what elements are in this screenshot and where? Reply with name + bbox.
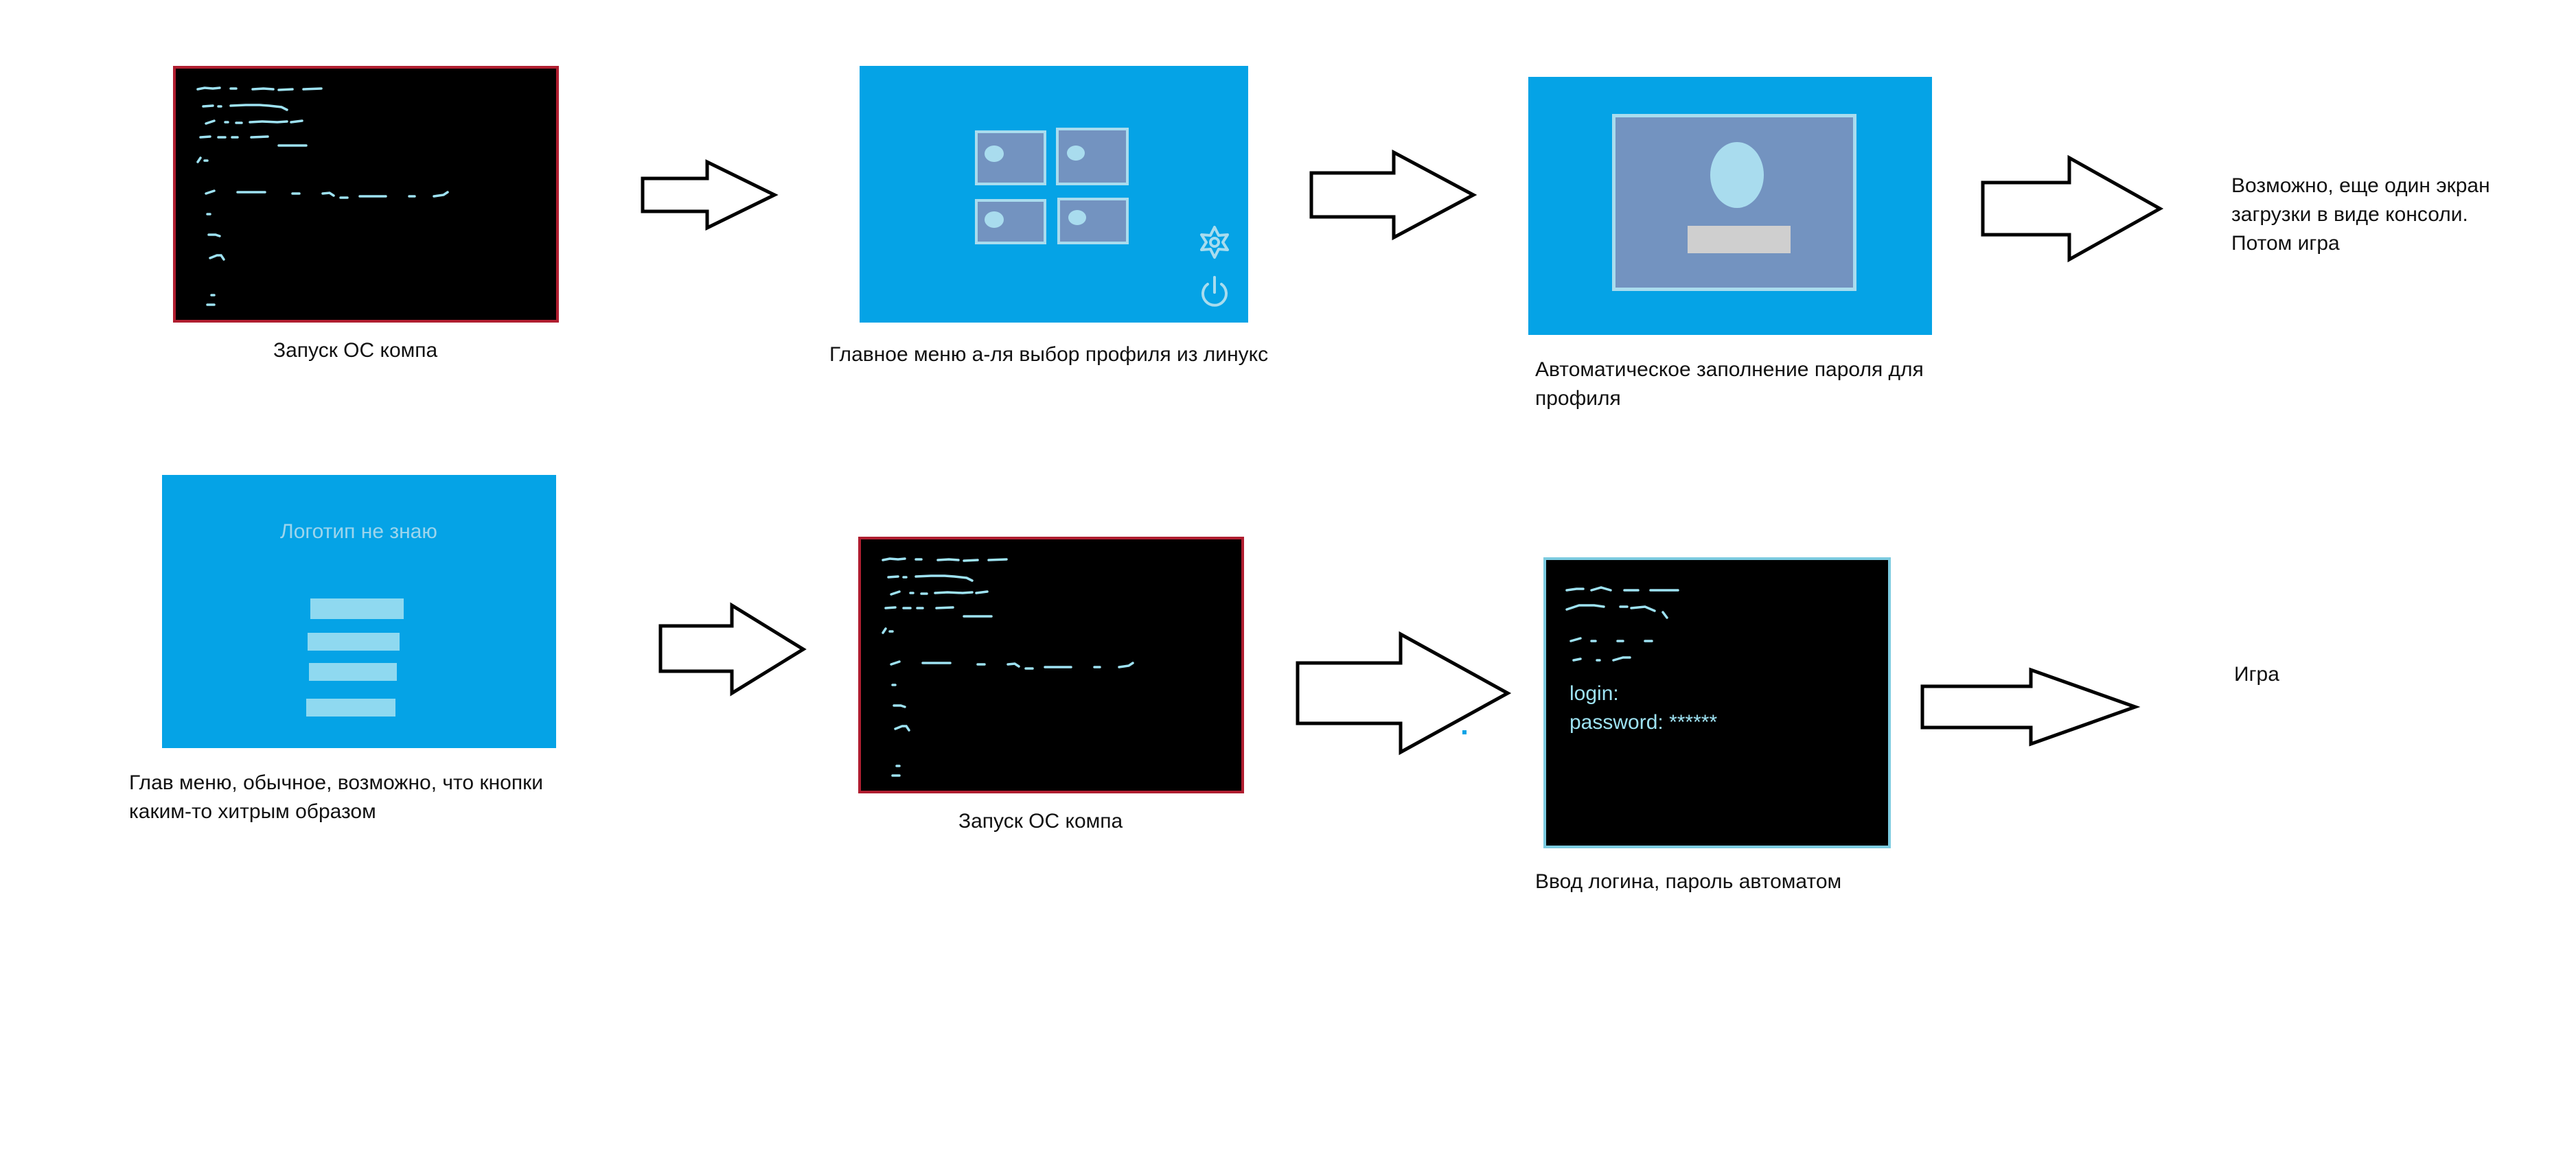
- profile-tile-2[interactable]: [1056, 128, 1129, 185]
- terminal-text-squiggles: [196, 86, 449, 306]
- next-step-note: Возможно, еще один экран загрузки в виде…: [2231, 174, 2490, 255]
- profile-avatar-icon: [985, 211, 1004, 228]
- menu-button-3[interactable]: [309, 663, 397, 681]
- profile-menu-screen: [860, 66, 1248, 323]
- password-autofill-caption: Автоматическое заполнение пароля для про…: [1535, 358, 1924, 410]
- profile-avatar-icon: [1067, 146, 1085, 161]
- boot-terminal-screen-1: [173, 66, 559, 323]
- profile-avatar-icon: [1068, 210, 1086, 225]
- menu-button-1[interactable]: [310, 598, 404, 619]
- boot-caption-2: Запуск ОС компа: [958, 810, 1123, 833]
- login-console-caption: Ввод логина, пароль автоматом: [1535, 870, 1842, 893]
- terminal-text-squiggles: [882, 557, 1134, 777]
- power-icon[interactable]: [1201, 276, 1228, 307]
- menu-button-4[interactable]: [306, 699, 395, 717]
- profile-tile-4[interactable]: [1057, 198, 1129, 244]
- password-label: password: ******: [1569, 711, 1718, 734]
- login-label: login:: [1569, 682, 1619, 705]
- gear-icon[interactable]: [1200, 226, 1229, 259]
- main-menu-caption: Глав меню, обычное, возможно, что кнопки…: [129, 771, 543, 823]
- game-note: Игра: [2234, 663, 2279, 686]
- login-console-screen: login: password: ******: [1543, 557, 1891, 848]
- profile-menu-caption: Главное меню а-ля выбор профиля из линук…: [829, 343, 1269, 366]
- logo-placeholder: Логотип не знаю: [280, 520, 437, 543]
- password-field[interactable]: [1688, 226, 1791, 253]
- stray-dot: [1462, 730, 1467, 734]
- menu-button-2[interactable]: [308, 633, 400, 651]
- profile-tile-3[interactable]: [975, 199, 1046, 244]
- main-menu-screen: Логотип не знаю: [162, 475, 556, 748]
- profile-tile-1[interactable]: [975, 130, 1046, 185]
- profile-avatar-icon: [985, 146, 1004, 162]
- password-autofill-screen: [1528, 77, 1932, 335]
- boot-caption-1: Запуск ОС компа: [273, 339, 438, 362]
- user-avatar-icon: [1710, 142, 1764, 208]
- user-card: [1612, 114, 1856, 291]
- terminal-text-squiggles: [1565, 586, 1679, 662]
- boot-terminal-screen-2: [858, 537, 1244, 793]
